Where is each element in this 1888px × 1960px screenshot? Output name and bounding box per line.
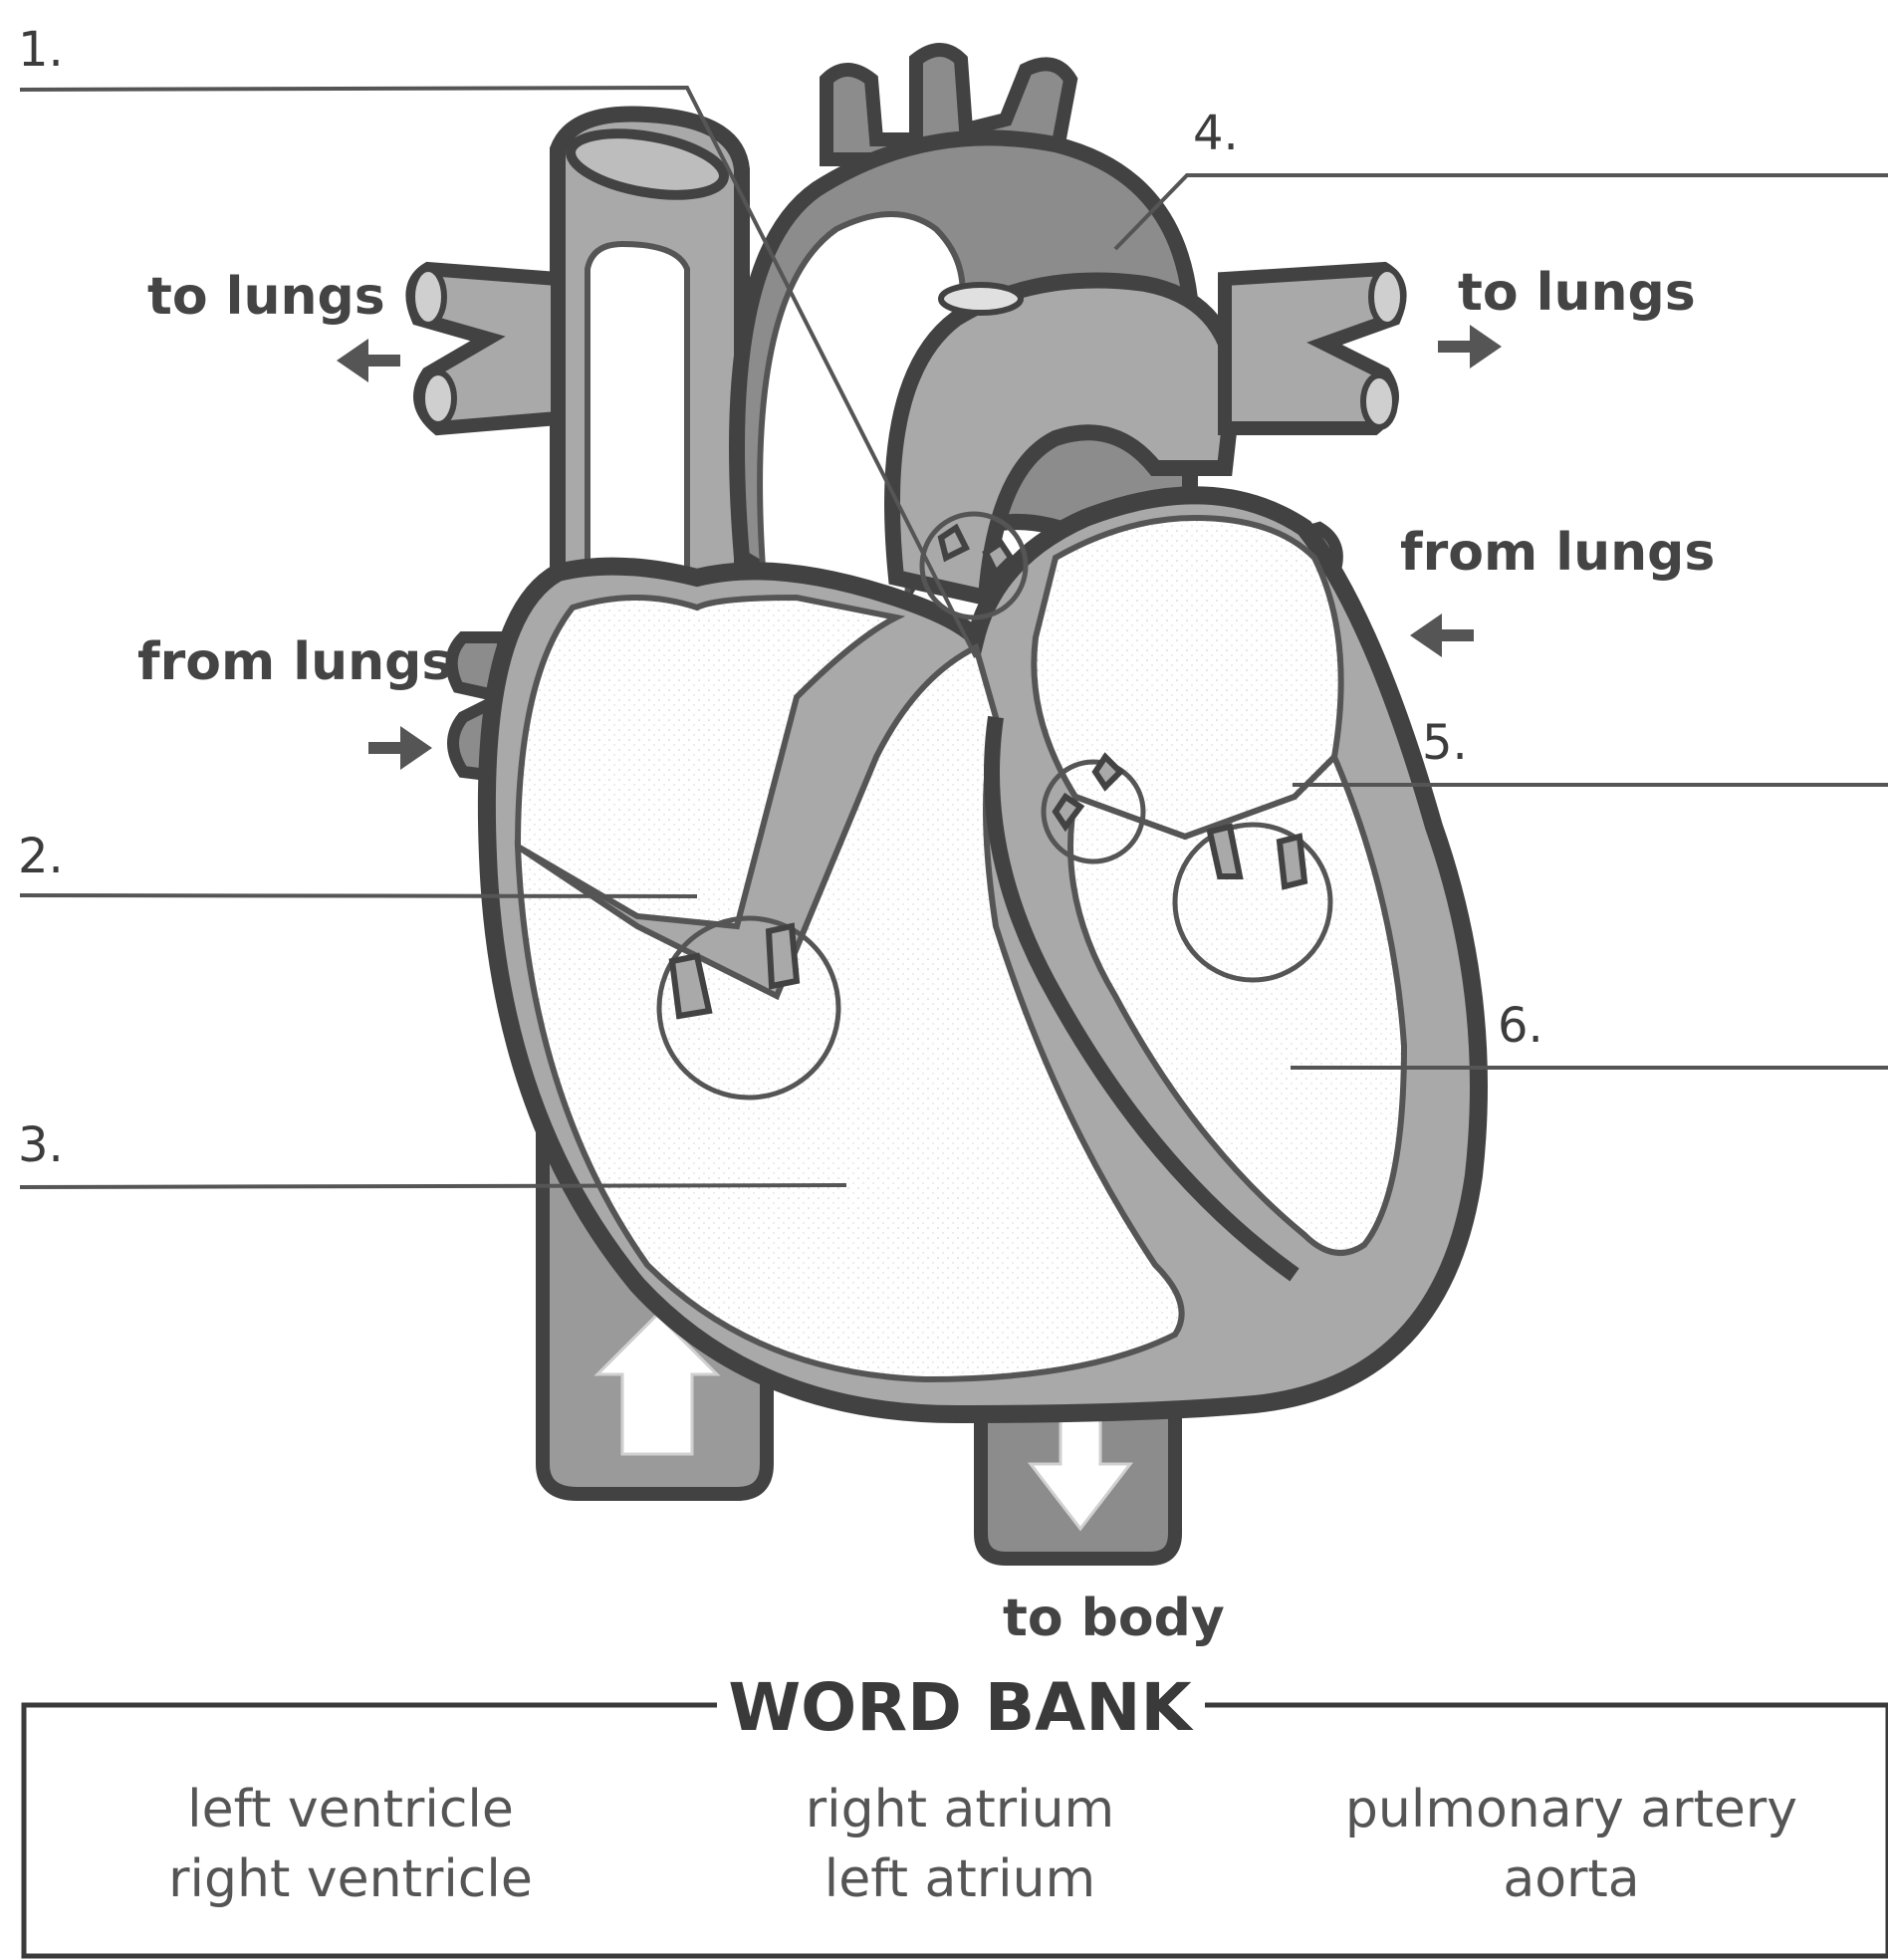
leader-line-4: [1115, 175, 1888, 249]
to-lungs-left-label: to lungs: [147, 267, 385, 327]
word-bank-term: left atrium: [825, 1849, 1095, 1909]
to-lungs-right-label: to lungs: [1458, 263, 1696, 323]
leader-line-3: [20, 1185, 846, 1187]
word-bank-title: WORD BANK: [728, 1669, 1194, 1746]
from-lungs-right-label: from lungs: [1400, 523, 1715, 583]
label-number-4: 4.: [1193, 106, 1239, 161]
word-bank-term: right ventricle: [168, 1849, 533, 1909]
label-number-3: 3.: [18, 1117, 64, 1173]
to-body-label: to body: [1003, 1589, 1225, 1648]
from-lungs-left-label: from lungs: [137, 632, 452, 692]
word-bank-term: aorta: [1503, 1849, 1639, 1909]
leader-line-2: [20, 895, 697, 896]
arrow-right-icon-2: [368, 726, 432, 770]
label-number-2: 2.: [18, 829, 64, 884]
word-bank-term: pulmonary artery: [1345, 1780, 1797, 1839]
label-number-5: 5.: [1422, 715, 1468, 771]
arrow-right-icon: [1438, 325, 1502, 368]
word-bank-term: right atrium: [806, 1780, 1114, 1839]
word-bank: WORD BANK left ventricle right ventricle…: [24, 1669, 1888, 1956]
arrow-left-icon: [337, 339, 400, 382]
label-number-1: 1.: [18, 22, 64, 78]
left-atrium-chamber: [1034, 518, 1340, 837]
word-bank-term: left ventricle: [187, 1780, 514, 1839]
label-number-6: 6.: [1498, 998, 1543, 1054]
arrow-left-icon-2: [1410, 613, 1474, 657]
